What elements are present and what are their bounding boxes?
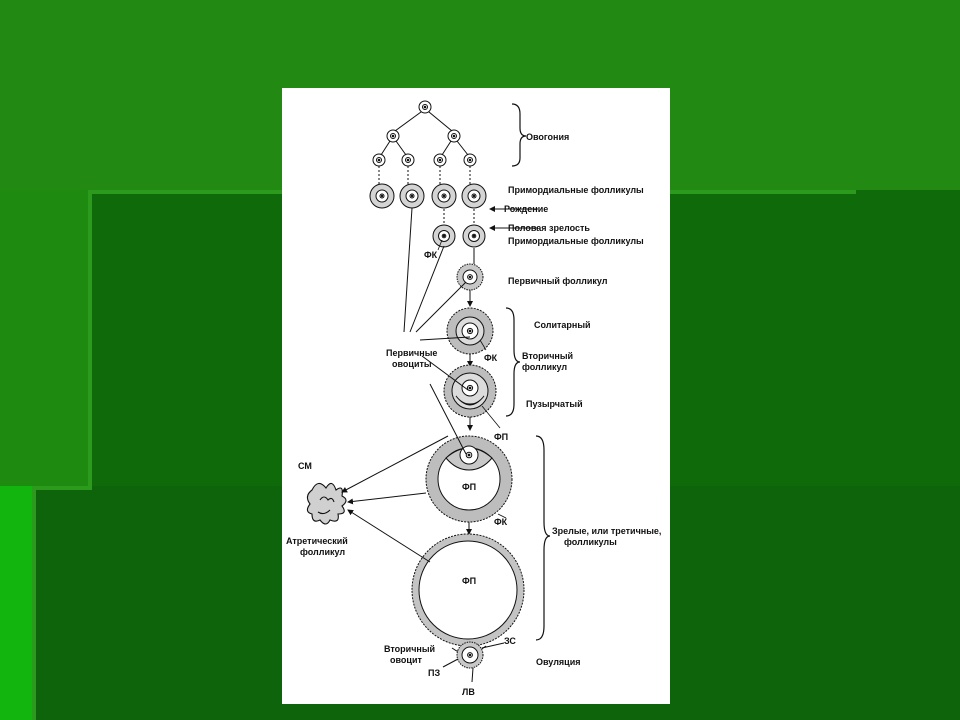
label-fk: ФК (424, 250, 438, 260)
secondary-follicle-vesicular (443, 364, 497, 431)
label-solitary: Солитарный (534, 320, 591, 330)
label-primordial-follicles: Примордиальные фолликулы (508, 185, 644, 195)
primordial-follicles-row (369, 183, 487, 226)
label-secondary-oocyte: овоцит (390, 655, 422, 665)
tertiary-follicle-mature (411, 533, 525, 654)
primary-oocytes-lines (403, 207, 471, 455)
label-fp: ФП (462, 576, 476, 586)
label-fp: ФП (462, 482, 476, 492)
background-left-strip (0, 486, 32, 720)
accent-line (32, 486, 92, 490)
label-secondary-oocyte: Вторичный (384, 644, 435, 654)
label-lv: ЛВ (462, 687, 475, 697)
label-mature-follicles: фолликулы (564, 537, 617, 547)
label-primary-oocytes: овоциты (392, 359, 432, 369)
label-pz: ПЗ (428, 668, 440, 678)
primordial-follicles-pair (432, 224, 486, 248)
pointer-lines (437, 239, 507, 519)
oogenesis-diagram: Овогония Примордиальные фолликулы Рожден… (286, 100, 661, 697)
label-oogonia: Овогония (526, 132, 569, 142)
secondary-follicle-bracket (505, 307, 521, 417)
ovulated-oocyte (442, 641, 505, 683)
accent-line (32, 486, 36, 720)
label-atretic-follicle: Атретический (286, 536, 348, 546)
label-vesicular: Пузырчатый (526, 399, 583, 409)
atresia-arrows (341, 435, 449, 563)
label-fk: ФК (484, 353, 498, 363)
label-ovulation: Овуляция (536, 657, 580, 667)
accent-line (88, 190, 92, 486)
label-primordial-follicles: Примордиальные фолликулы (508, 236, 644, 246)
label-fp: ФП (494, 432, 508, 442)
label-secondary-follicle: фолликул (522, 362, 567, 372)
oogonia-tree (372, 100, 477, 184)
primary-follicle (456, 248, 484, 307)
label-primary-oocytes: Первичные (386, 348, 437, 358)
label-fk: ФК (494, 517, 508, 527)
label-sm: СМ (298, 461, 312, 471)
label-atretic-follicle: фолликул (300, 547, 345, 557)
label-mature-follicles: Зрелые, или третичные, (552, 526, 661, 536)
tertiary-follicle-early (425, 435, 513, 535)
label-secondary-follicle: Вторичный (522, 351, 573, 361)
oogenesis-diagram-panel: Овогония Примордиальные фолликулы Рожден… (282, 88, 670, 704)
label-puberty: Половая зрелость (508, 223, 590, 233)
tertiary-follicle-bracket (535, 435, 551, 641)
label-primary-follicle: Первичный фолликул (508, 276, 608, 286)
label-zs: ЗС (504, 636, 516, 646)
oogonia-bracket (511, 103, 527, 167)
atretic-follicle (306, 482, 347, 525)
label-birth: Рождение (504, 204, 548, 214)
